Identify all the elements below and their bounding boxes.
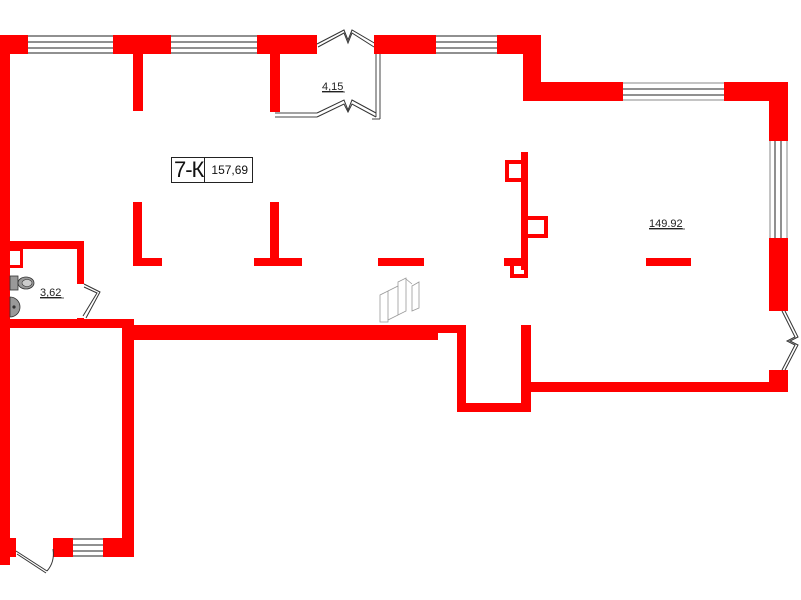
right-wall xyxy=(724,82,788,392)
bathroom-area-label: 3,62 xyxy=(40,287,61,299)
partition-wall-right xyxy=(646,258,691,266)
top-wall-middle xyxy=(374,35,623,101)
unit-code: 7-К xyxy=(174,157,206,182)
vestibule: 4,15 xyxy=(275,29,381,120)
bottom-left-wall xyxy=(0,538,134,557)
partition-wall-center xyxy=(378,258,424,266)
bottom-right-wall xyxy=(430,325,788,412)
unit-label: 7-К 157,69 xyxy=(171,157,254,183)
vestibule-area-label: 4,15 xyxy=(322,81,343,93)
door-bottom-left xyxy=(15,548,54,574)
column-t-middle xyxy=(254,202,302,266)
window-top-1 xyxy=(28,35,113,54)
pillar-structure xyxy=(504,152,548,278)
stairs-icon xyxy=(379,277,420,323)
bathroom: 3,62 xyxy=(0,241,134,328)
sink-icon xyxy=(9,296,21,318)
unit-total-area: 157,69 xyxy=(211,163,249,177)
toilet-icon xyxy=(9,275,35,291)
window-top-4 xyxy=(623,82,724,101)
main-hall-area-label: 149.92 xyxy=(649,218,683,230)
column-l-left xyxy=(133,202,162,266)
window-top-3 xyxy=(436,35,497,54)
window-right xyxy=(769,141,788,238)
top-wall-left xyxy=(0,35,317,565)
door-right xyxy=(781,310,799,371)
window-bottom xyxy=(73,538,103,557)
window-top-2 xyxy=(171,35,257,54)
central-bottom-wall xyxy=(122,325,438,557)
